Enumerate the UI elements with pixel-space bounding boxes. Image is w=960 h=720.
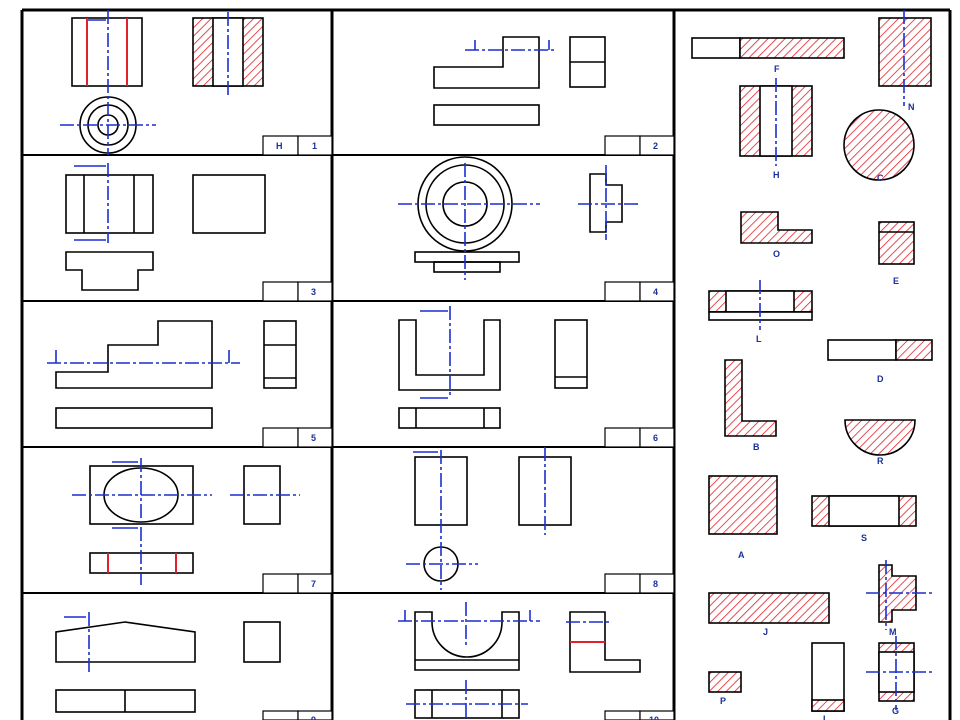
section-center-lines [759,10,934,710]
section-E-label: E [893,276,899,286]
cell-1-number: 1 [312,141,317,151]
cell-4-number: 4 [653,287,658,297]
section-B-label: B [753,442,760,452]
cell-6-drawing [398,319,588,429]
section-J-label: J [763,627,768,637]
section-R-label: R [877,456,884,466]
section-F-hatch [739,37,845,59]
section-F-label: F [774,64,780,74]
section-N-shape [878,17,932,87]
cell-3-number: 3 [311,287,316,297]
cell-7-center-lines [72,458,300,585]
section-A-shape [708,475,778,535]
section-O-shape [740,211,813,244]
cell-9-number: 9 [311,715,316,720]
cell-9-center-lines [64,612,90,675]
cell-1-drawing [71,17,264,154]
sheet-frame [20,8,952,720]
cell-5-cutting-line [47,350,240,364]
section-O-label: O [773,249,780,259]
cell-10-number: 10 [649,715,659,720]
section-S-label: S [861,533,867,543]
section-D-shape [827,339,897,361]
section-A-label: A [738,550,745,560]
cell-1-center-lines [60,10,229,155]
cell-8-number: 8 [653,579,658,589]
section-M-label: M [889,627,897,637]
cell-7-number: 7 [311,579,316,589]
cell-10-drawing [414,611,641,719]
cell-8-center-lines [406,447,546,590]
cell-10-center-lines [398,602,612,720]
section-D-label: D [877,374,884,384]
cell-6-center-lines [420,306,451,399]
section-G-label: G [892,706,899,716]
section-B-shape [724,359,777,437]
section-P-label: P [720,696,726,706]
cell-6-number: 6 [653,433,658,443]
cell-2-drawing [433,36,606,126]
cell-1-box-letter: H [276,141,283,151]
cell-2-cutting-line [465,40,555,51]
section-J-shape [708,592,830,624]
section-I-label: I [823,714,826,720]
cell-4-drawing [414,156,623,273]
cell-9-drawing [55,621,281,713]
cell-2-number: 2 [653,141,658,151]
cell-5-drawing [55,320,297,429]
cell-4-center-lines [398,163,640,280]
section-F-shape [691,37,741,59]
cell-7-drawing [89,465,281,574]
section-L-label: L [756,334,762,344]
grid-lines [22,154,674,594]
cell-3-center-lines [74,163,109,243]
number-boxes [262,135,675,720]
section-C-shape [843,109,915,181]
cell-3-drawing [65,174,266,291]
cell-8-drawing [414,456,572,582]
cell-5-number: 5 [311,433,316,443]
cell-7-arrows [112,461,138,529]
section-N-label: N [908,102,915,112]
section-R-shape [844,419,916,456]
section-H-label: H [773,170,780,180]
section-C-label: C [877,173,884,183]
section-views [691,17,933,712]
section-P-shape [708,671,742,693]
